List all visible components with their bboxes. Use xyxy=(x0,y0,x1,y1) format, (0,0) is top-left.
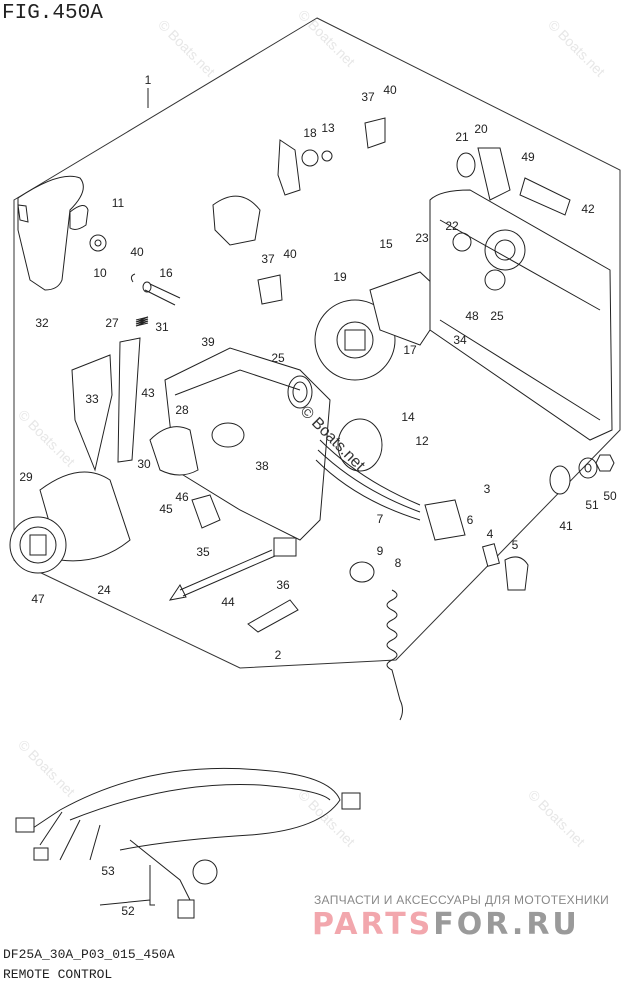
callout-part-46[interactable]: 46 xyxy=(175,490,189,504)
callout-part-7[interactable]: 7 xyxy=(376,512,384,526)
callout-part-53[interactable]: 53 xyxy=(101,864,115,878)
callout-part-11[interactable]: 11 xyxy=(111,196,125,210)
callout-part-8[interactable]: 8 xyxy=(394,556,402,570)
callout-part-5[interactable]: 5 xyxy=(511,538,519,552)
callout-part-47[interactable]: 47 xyxy=(31,592,45,606)
callout-part-9[interactable]: 9 xyxy=(376,544,384,558)
gear-disk xyxy=(314,299,396,381)
arm xyxy=(71,354,113,472)
callout-part-3[interactable]: 3 xyxy=(483,482,491,496)
figure-number: FIG.450A xyxy=(2,2,103,25)
callout-part-48[interactable]: 48 xyxy=(465,309,479,323)
ru-watermark-tagline: ЗАПЧАСТИ И АКСЕССУАРЫ ДЛЯ МОТОТЕХНИКИ xyxy=(314,893,610,907)
callout-part-17[interactable]: 17 xyxy=(403,343,417,357)
callout-part-51[interactable]: 51 xyxy=(585,498,599,512)
callout-part-40[interactable]: 40 xyxy=(130,245,144,259)
washer-10 xyxy=(89,234,107,252)
callout-part-25[interactable]: 25 xyxy=(271,351,285,365)
callout-part-42[interactable]: 42 xyxy=(581,202,595,216)
callout-part-10[interactable]: 10 xyxy=(93,266,107,280)
callout-part-14[interactable]: 14 xyxy=(401,410,415,424)
callout-part-20[interactable]: 20 xyxy=(474,122,488,136)
callout-part-50[interactable]: 50 xyxy=(603,489,617,503)
callout-part-21[interactable]: 21 xyxy=(455,130,469,144)
callout-part-37[interactable]: 37 xyxy=(261,252,275,266)
callout-part-25[interactable]: 25 xyxy=(490,309,504,323)
callout-part-45[interactable]: 45 xyxy=(159,502,173,516)
callout-part-24[interactable]: 24 xyxy=(97,583,111,597)
callout-part-40[interactable]: 40 xyxy=(283,247,297,261)
callout-part-29[interactable]: 29 xyxy=(19,470,33,484)
callout-part-52[interactable]: 52 xyxy=(121,904,135,918)
callout-part-30[interactable]: 30 xyxy=(137,457,151,471)
callout-part-18[interactable]: 18 xyxy=(303,126,317,140)
callout-part-23[interactable]: 23 xyxy=(415,231,429,245)
side-cover xyxy=(429,189,613,441)
callout-part-28[interactable]: 28 xyxy=(175,403,189,417)
callout-part-40[interactable]: 40 xyxy=(383,83,397,97)
assembly-bracket-line xyxy=(13,17,621,669)
callout-part-2[interactable]: 2 xyxy=(274,648,282,662)
callout-part-13[interactable]: 13 xyxy=(321,121,335,135)
callout-part-37[interactable]: 37 xyxy=(361,90,375,104)
callout-part-41[interactable]: 41 xyxy=(559,519,573,533)
handle-grip xyxy=(17,175,84,291)
wiring-harness xyxy=(59,767,341,851)
callout-part-34[interactable]: 34 xyxy=(453,333,467,347)
ru-watermark-logo: PARTSFOR.RU xyxy=(312,907,580,942)
diagram-title: REMOTE CONTROL xyxy=(3,967,113,982)
callout-part-16[interactable]: 16 xyxy=(159,266,173,280)
switch-12 xyxy=(337,418,383,472)
callout-part-49[interactable]: 49 xyxy=(521,150,535,164)
callout-part-27[interactable]: 27 xyxy=(105,316,119,330)
callout-part-6[interactable]: 6 xyxy=(466,513,474,527)
callout-part-15[interactable]: 15 xyxy=(379,237,393,251)
callout-part-44[interactable]: 44 xyxy=(221,595,235,609)
callout-part-31[interactable]: 31 xyxy=(155,320,169,334)
callout-part-4[interactable]: 4 xyxy=(486,527,494,541)
callout-part-43[interactable]: 43 xyxy=(141,386,155,400)
diagram-code: DF25A_30A_P03_015_450A xyxy=(3,947,175,962)
callout-part-39[interactable]: 39 xyxy=(201,335,215,349)
callout-part-36[interactable]: 36 xyxy=(276,578,290,592)
hub-cover-47 xyxy=(9,516,67,574)
callout-part-1[interactable]: 1 xyxy=(144,73,152,87)
grip-cap xyxy=(69,205,89,230)
callout-part-19[interactable]: 19 xyxy=(333,270,347,284)
callout-part-22[interactable]: 22 xyxy=(445,219,459,233)
callout-part-38[interactable]: 38 xyxy=(255,459,269,473)
callout-part-35[interactable]: 35 xyxy=(196,545,210,559)
callout-part-32[interactable]: 32 xyxy=(35,316,49,330)
callout-part-33[interactable]: 33 xyxy=(85,392,99,406)
callout-part-12[interactable]: 12 xyxy=(415,434,429,448)
